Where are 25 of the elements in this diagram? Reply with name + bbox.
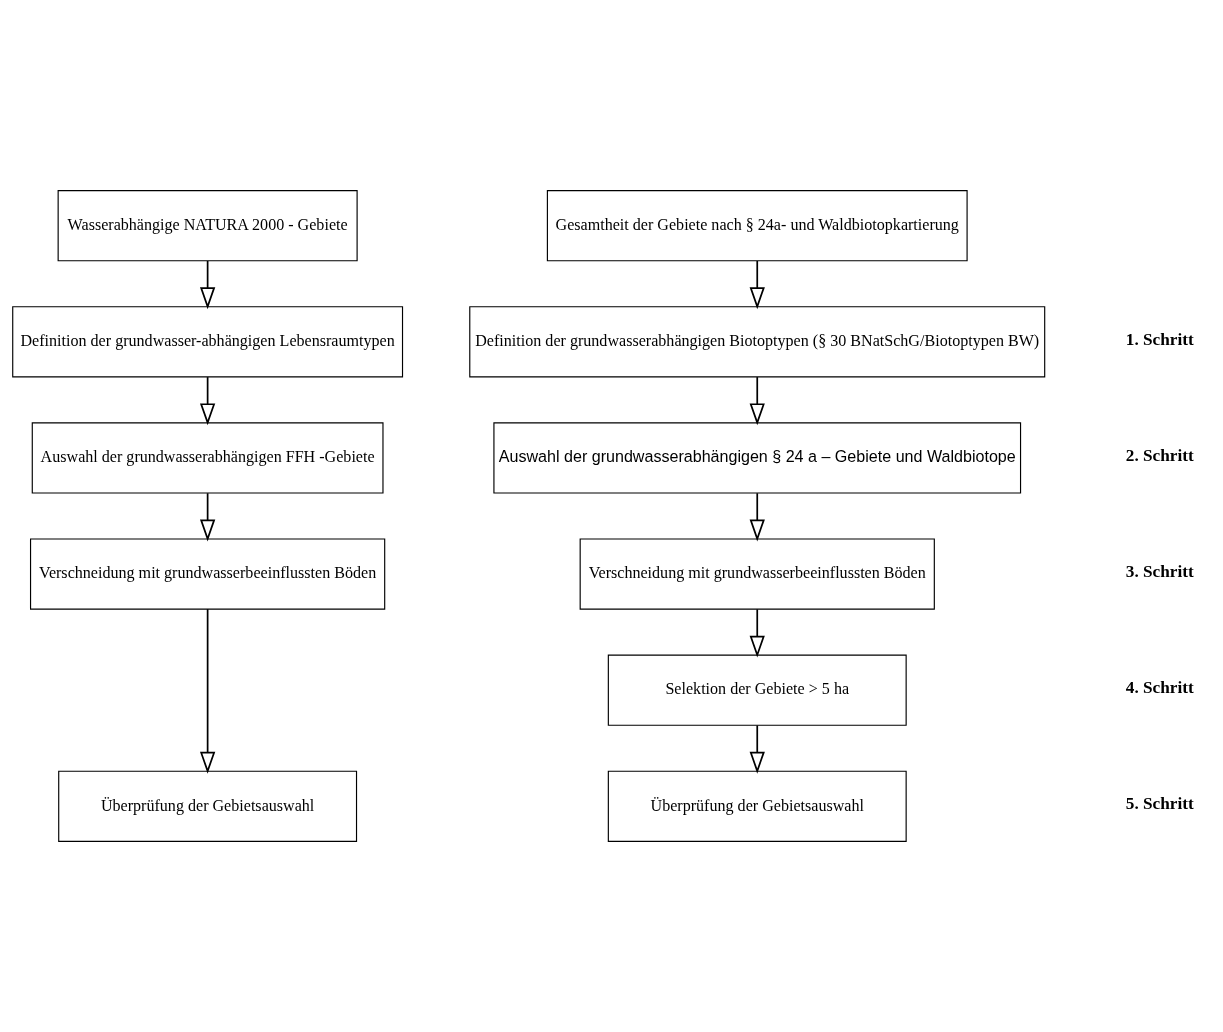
node-box: Verschneidung mit grundwasserbeeinflussten Böden xyxy=(579,538,935,610)
node-box: Verschneidung mit grundwasserbeeinflussten Böden xyxy=(29,538,386,610)
node-box: Wasserabhängige NATURA 2000 - Gebiete xyxy=(57,190,358,262)
arrow xyxy=(199,608,216,774)
node-box: Definition der grundwasser-abhängigen Lebensraumtypen xyxy=(12,306,404,378)
arrow xyxy=(199,376,216,426)
label: 5. Schritt xyxy=(1125,794,1194,814)
label: 4. Schritt xyxy=(1125,678,1194,698)
arrow xyxy=(199,492,216,542)
node-box: Auswahl der grundwasserabhängigen FFH -Gebiete xyxy=(31,422,384,494)
arrow xyxy=(749,492,765,542)
arrow xyxy=(749,608,765,658)
node-box: Selektion der Gebiete > 5 ha xyxy=(607,654,907,726)
node-box: Definition der grundwasserabhängigen Biotoptypen (§ 30 BNatSchG/Biotoptypen BW) xyxy=(469,306,1046,378)
arrow xyxy=(749,376,765,426)
node-box: Auswahl der grundwasserabhängigen § 24 a – Gebiete und Waldbiotope xyxy=(493,422,1022,494)
label: 2. Schritt xyxy=(1125,445,1194,465)
arrow xyxy=(199,260,216,310)
label: 3. Schritt xyxy=(1125,561,1194,581)
node-box: Überprüfung der Gebietsauswahl xyxy=(607,770,907,842)
arrow xyxy=(749,260,765,310)
label: 1. Schritt xyxy=(1125,329,1194,349)
arrow xyxy=(749,724,765,774)
node-box: Überprüfung der Gebietsauswahl xyxy=(58,770,358,842)
node-box: Gesamtheit der Gebiete nach § 24a- und Waldbiotopkartierung xyxy=(546,190,968,262)
